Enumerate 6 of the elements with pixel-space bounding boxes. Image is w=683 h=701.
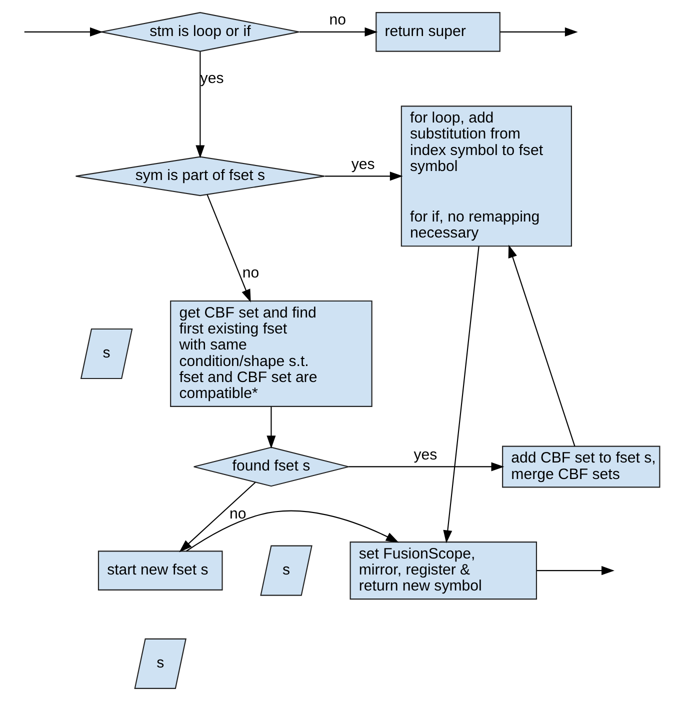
edge-label: no — [329, 12, 346, 29]
edge-label: no — [229, 506, 246, 523]
edge-label: yes — [351, 156, 375, 173]
edge-label: yes — [200, 70, 224, 87]
edge-label: yes — [414, 446, 438, 464]
edge-label: no — [242, 264, 260, 282]
